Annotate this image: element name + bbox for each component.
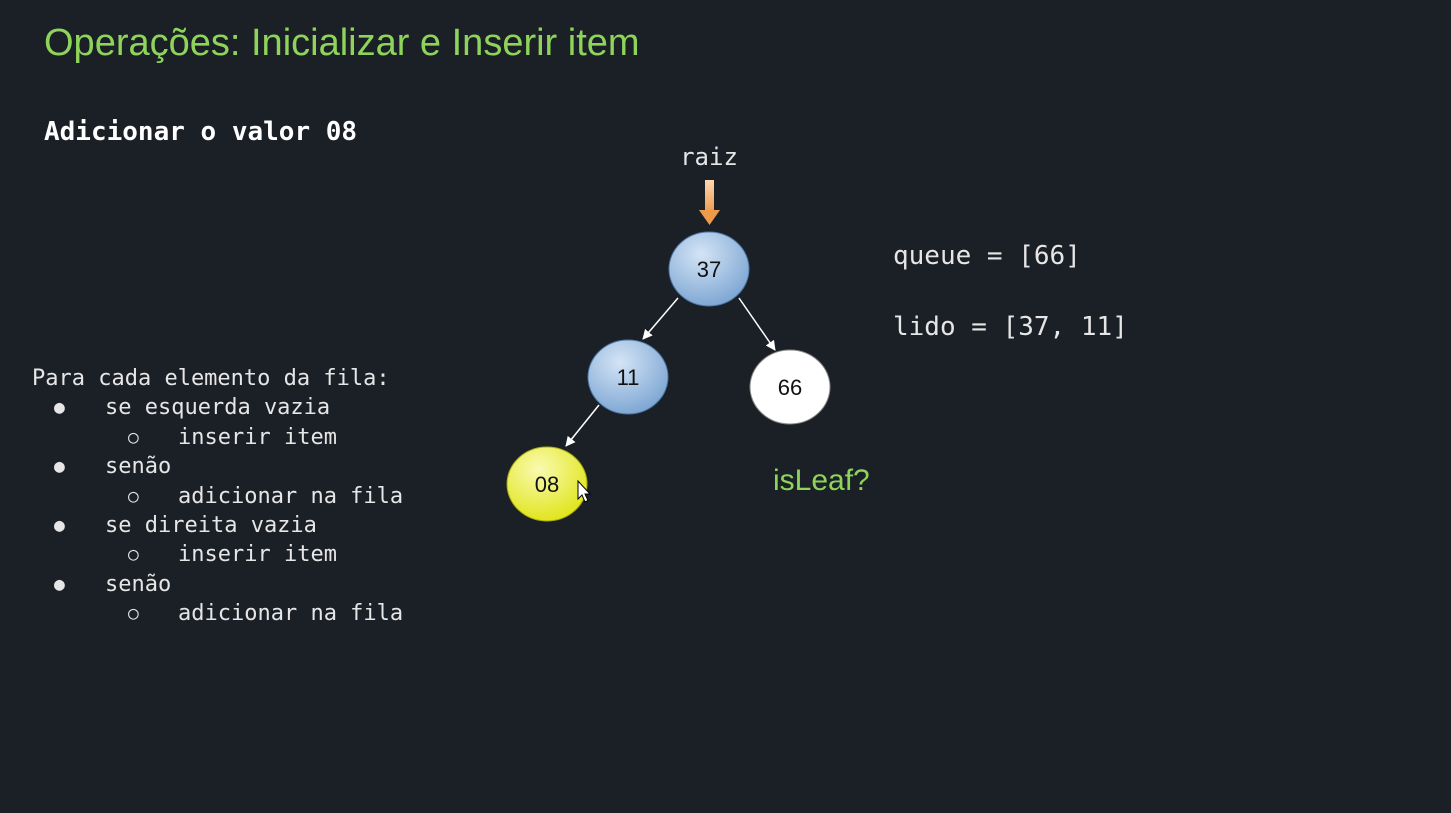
bullet-icon: ●	[54, 573, 65, 595]
slide-title: Operações: Inicializar e Inserir item	[44, 22, 640, 64]
bullet-icon: ●	[54, 514, 65, 536]
algorithm-header: Para cada elemento da fila:	[32, 366, 390, 391]
algorithm-line: ● senão	[32, 452, 390, 481]
algorithm-line: ○ inserir item	[32, 540, 390, 569]
algorithm-line: ○ inserir item	[32, 423, 390, 452]
tree-node-66: 66	[749, 349, 831, 425]
root-arrow-icon	[699, 180, 720, 225]
root-label: raiz	[680, 143, 738, 171]
algorithm-line-text: inserir item	[178, 542, 337, 568]
algorithm-line-text: adicionar na fila	[178, 483, 404, 509]
algorithm-line-text: se esquerda vazia	[105, 395, 331, 421]
sub-bullet-icon: ○	[128, 544, 139, 566]
is-leaf-question: isLeaf?	[773, 464, 870, 497]
sub-bullet-icon: ○	[128, 485, 139, 507]
node-label: 66	[778, 375, 802, 400]
node-label: 11	[617, 365, 640, 390]
tree-node-11: 11	[587, 339, 669, 415]
algorithm-block: Para cada elemento da fila: ● se esquerd…	[32, 364, 403, 629]
slide-subtitle: Adicionar o valor 08	[44, 117, 358, 147]
sub-bullet-icon: ○	[128, 603, 139, 625]
edge-37-11	[642, 297, 679, 340]
algorithm-line-text: senão	[105, 454, 172, 480]
bullet-icon: ●	[54, 456, 65, 478]
node-label: 37	[697, 257, 721, 282]
node-label: 08	[535, 472, 559, 497]
tree-node-37: 37	[668, 231, 750, 307]
queue-state: queue = [66]	[893, 241, 1081, 271]
sub-bullet-icon: ○	[128, 426, 139, 448]
algorithm-line: ● senão	[32, 570, 390, 599]
bullet-icon: ●	[54, 397, 65, 419]
tree-node-08: 08	[506, 446, 588, 522]
edge-11-08	[565, 404, 600, 447]
read-state: lido = [37, 11]	[893, 312, 1128, 342]
algorithm-line: ● se direita vazia	[32, 511, 390, 540]
edge-37-66	[738, 297, 776, 351]
mouse-cursor-icon	[577, 479, 592, 503]
algorithm-line: ● se esquerda vazia	[32, 393, 390, 422]
algorithm-line: ○ adicionar na fila	[32, 482, 403, 511]
algorithm-line-text: adicionar na fila	[178, 601, 404, 627]
algorithm-line-text: senão	[105, 571, 172, 597]
algorithm-line-text: inserir item	[178, 424, 337, 450]
algorithm-line-text: se direita vazia	[105, 512, 317, 538]
algorithm-line: ○ adicionar na fila	[32, 599, 403, 628]
